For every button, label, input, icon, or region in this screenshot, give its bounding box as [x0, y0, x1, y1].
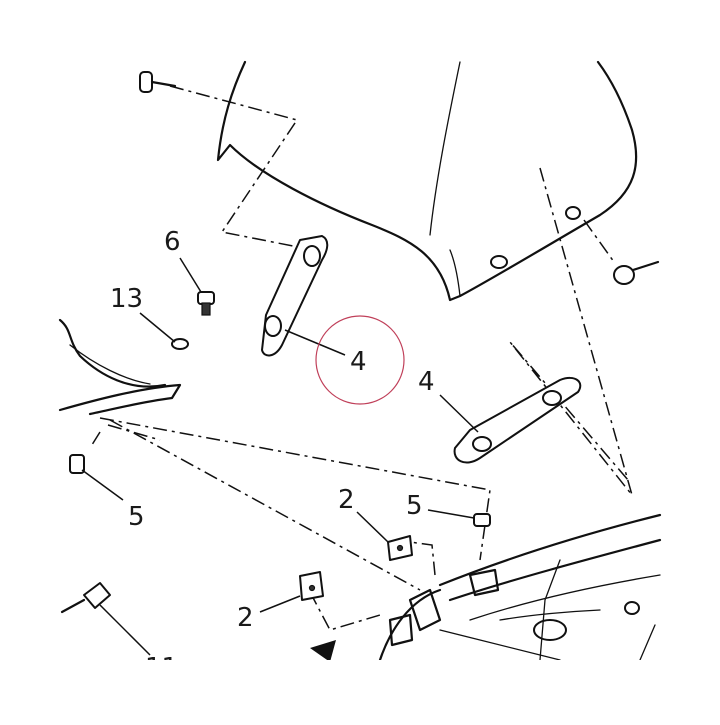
top-left-screw	[139, 71, 177, 93]
callout-labels: 6 13 4 4 5 5 2 2 11	[110, 227, 435, 683]
leader-lines	[81, 257, 479, 656]
callout-5-left: 5	[128, 502, 145, 532]
clip-5-right	[473, 513, 491, 527]
clip-2-upper	[387, 535, 413, 561]
right-screw	[613, 260, 660, 285]
callout-13: 13	[110, 284, 143, 314]
callout-4-right: 4	[418, 367, 435, 397]
callout-5-right: 5	[406, 491, 423, 521]
assembly-lines	[89, 85, 633, 631]
bracket-4-right	[453, 376, 582, 464]
pin-6	[197, 291, 215, 316]
headlight-frame-assembly	[378, 513, 662, 662]
clip-2-lower	[299, 571, 324, 601]
callout-4-center: 4	[350, 347, 367, 377]
callout-2-lower: 2	[237, 603, 254, 633]
bracket-4-center	[261, 235, 329, 357]
connector-11	[60, 582, 111, 614]
highlight-circle	[315, 315, 405, 405]
left-stay-arm	[58, 318, 182, 416]
callout-2-upper: 2	[338, 485, 355, 515]
callout-6: 6	[164, 227, 181, 257]
bottom-mask	[0, 660, 720, 720]
clip-5-left	[69, 454, 85, 474]
direction-arrow	[310, 640, 336, 662]
windscreen-panel	[216, 60, 638, 302]
washer-13	[171, 338, 189, 350]
